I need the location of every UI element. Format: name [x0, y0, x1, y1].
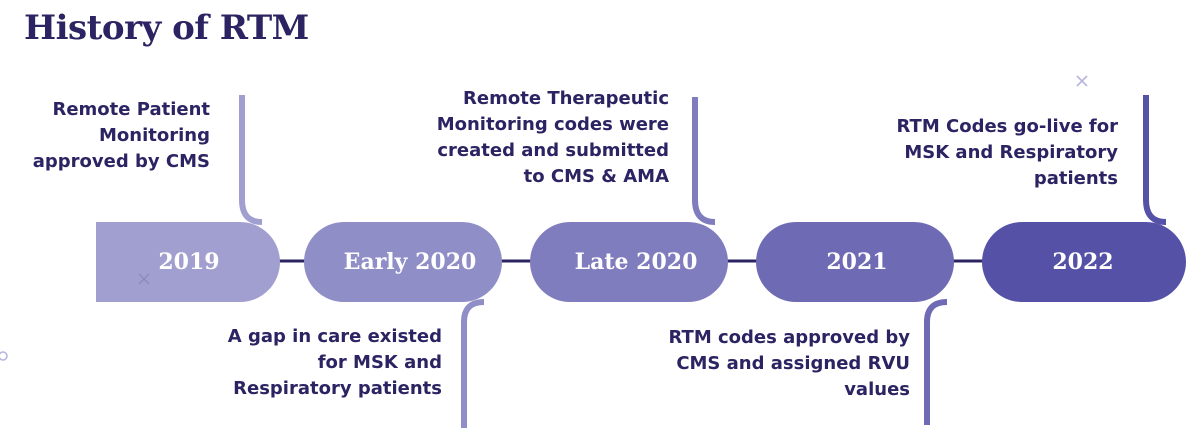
event-2019: Remote Patient Monitoring approved by CM… — [32, 99, 210, 172]
sparkle-icon — [138, 273, 150, 285]
event-early-2020: A gap in care existed for MSK and Respir… — [227, 326, 442, 399]
event-2022: RTM Codes go-live for MSK and Respirator… — [896, 116, 1118, 189]
milestone-connector-2022 — [1143, 95, 1167, 225]
milestone-connector-2021 — [924, 299, 948, 425]
milestone-shape-late-2020 — [530, 222, 728, 302]
milestone-connector-2019 — [239, 95, 263, 225]
milestone-shape-early-2020 — [304, 222, 502, 302]
dot-icon — [0, 351, 8, 361]
milestone-label-2021: 2021 — [826, 249, 888, 275]
milestone-label-late-2020: Late 2020 — [574, 249, 698, 275]
event-2021: RTM codes approved by CMS and assigned R… — [668, 327, 911, 400]
milestone-connector-late-2020 — [692, 97, 716, 225]
milestone-shape-2021 — [756, 222, 954, 302]
event-late-2020: Remote Therapeutic Monitoring codes were… — [436, 88, 669, 187]
milestone-label-early-2020: Early 2020 — [343, 249, 477, 275]
milestone-label-2019: 2019 — [158, 249, 220, 275]
milestone-shape-2022 — [982, 222, 1186, 302]
sparkle-icon — [1076, 75, 1088, 87]
page-title: History of RTM — [24, 8, 309, 48]
milestone-connector-early-2020 — [461, 299, 485, 428]
milestone-label-2022: 2022 — [1052, 249, 1114, 275]
milestone-shape-2019 — [96, 222, 280, 302]
